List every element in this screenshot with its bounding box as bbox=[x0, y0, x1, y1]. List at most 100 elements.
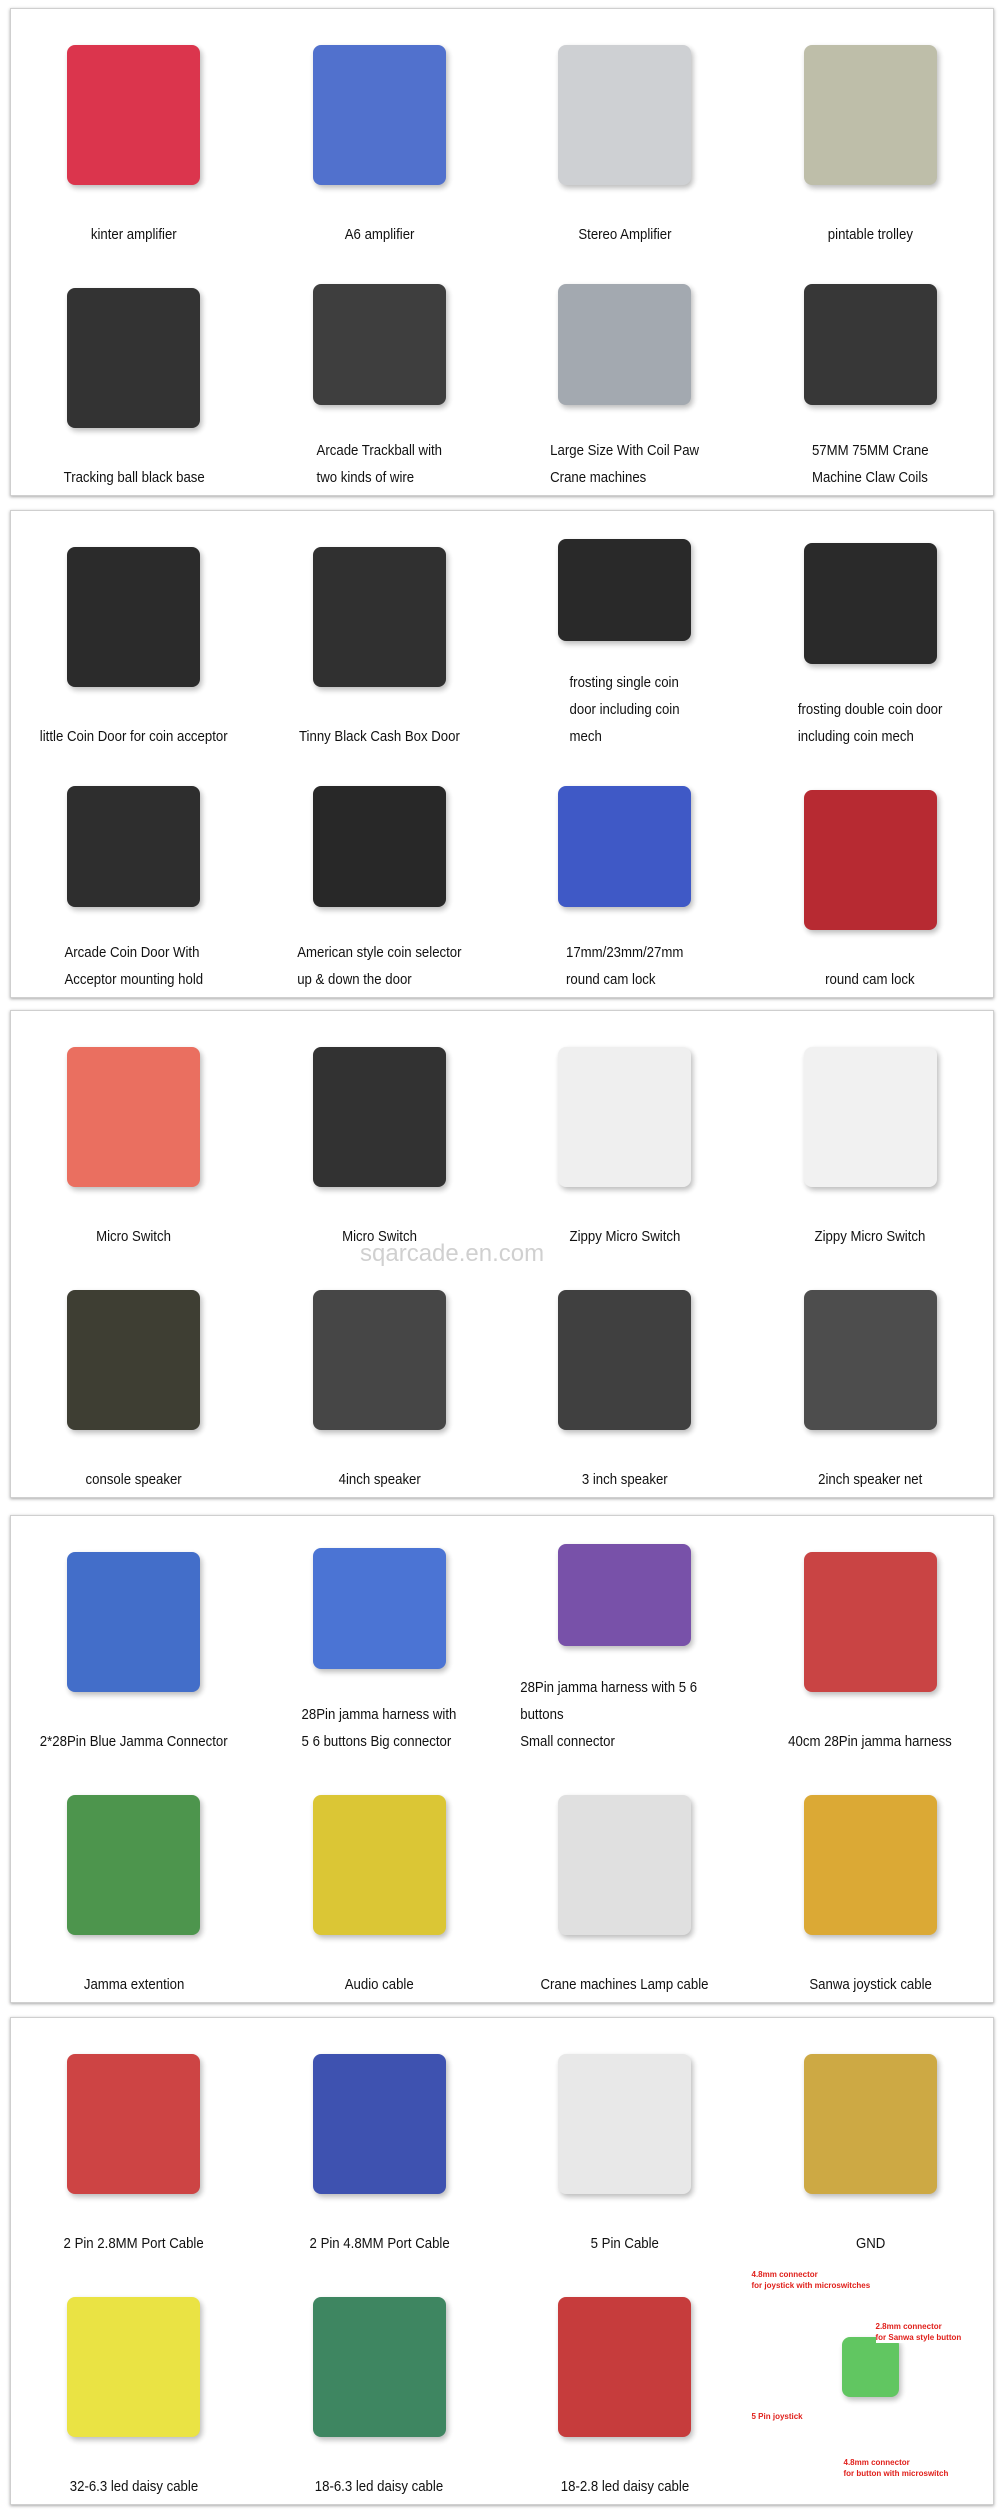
product-image bbox=[558, 1290, 692, 1430]
product-item[interactable]: 28Pin jamma harness with 5 6 buttons Big… bbox=[257, 1516, 503, 1759]
product-item[interactable]: 40cm 28Pin jamma harness bbox=[748, 1516, 994, 1759]
product-caption: 18-6.3 led daisy cable bbox=[315, 2478, 444, 2495]
console-speaker-icon bbox=[39, 1260, 229, 1460]
product-panel: kinter amplifier A6 amplifier Stereo Ampli… bbox=[10, 8, 994, 496]
diagram-label: 2.8mm connector for Sanwa style button bbox=[875, 2321, 962, 2343]
product-caption: console speaker bbox=[85, 1471, 182, 1488]
joystick-encoder-diagram-icon bbox=[775, 2267, 965, 2467]
port-cable-icon bbox=[39, 2024, 229, 2224]
product-item[interactable]: Arcade Trackball with two kinds of wire bbox=[257, 252, 503, 495]
product-item[interactable]: round cam lock bbox=[748, 754, 994, 997]
product-item[interactable]: Arcade Coin Door With Acceptor mounting … bbox=[11, 754, 257, 997]
product-caption: round cam lock bbox=[825, 971, 916, 988]
product-image bbox=[67, 2297, 201, 2437]
product-caption: Zippy Micro Switch bbox=[569, 1228, 681, 1245]
black-micro-switch-icon bbox=[284, 1017, 474, 1217]
spring-plunger-icon bbox=[775, 15, 965, 215]
product-item[interactable]: 4inch speaker bbox=[257, 1254, 503, 1497]
product-caption: 18-2.8 led daisy cable bbox=[560, 2478, 689, 2495]
claw-coil-icon bbox=[775, 258, 965, 431]
jamma-harness-icon bbox=[284, 1522, 474, 1695]
product-item[interactable]: Audio cable bbox=[257, 1759, 503, 2002]
product-image bbox=[558, 45, 692, 185]
product-item[interactable]: 17mm/23mm/27mm round cam lock bbox=[502, 754, 748, 997]
product-caption: Zippy Micro Switch bbox=[814, 1228, 926, 1245]
product-caption: 2inch speaker net bbox=[818, 1471, 923, 1488]
product-caption: Sanwa joystick cable bbox=[808, 1976, 932, 1993]
product-caption: 2 Pin 2.8MM Port Cable bbox=[63, 2235, 204, 2252]
product-item[interactable]: little Coin Door for coin acceptor bbox=[11, 511, 257, 754]
diagram-label: 4.8mm connector for joystick with micros… bbox=[751, 2269, 871, 2291]
product-caption: frosting double coin door including coin… bbox=[797, 701, 943, 745]
product-image bbox=[803, 1290, 937, 1430]
product-item[interactable]: 3 inch speaker bbox=[502, 1254, 748, 1497]
product-item[interactable]: Micro Switch bbox=[11, 1011, 257, 1254]
product-caption: Arcade Coin Door With Acceptor mounting … bbox=[64, 944, 204, 988]
product-item[interactable]: Zippy Micro Switch bbox=[748, 1011, 994, 1254]
product-item[interactable]: 32-6.3 led daisy cable bbox=[11, 2261, 257, 2504]
product-item[interactable]: Micro Switch bbox=[257, 1011, 503, 1254]
product-item[interactable]: pintable trolley bbox=[748, 9, 994, 252]
product-item[interactable]: Tinny Black Cash Box Door bbox=[257, 511, 503, 754]
product-caption: Micro Switch bbox=[341, 1228, 417, 1245]
product-caption: 40cm 28Pin jamma harness bbox=[788, 1733, 953, 1750]
product-image bbox=[803, 542, 937, 665]
product-caption: Stereo Amplifier bbox=[578, 226, 672, 243]
coin-selector-icon bbox=[284, 760, 474, 933]
product-caption: A6 amplifier bbox=[344, 226, 415, 243]
trackball-wired-icon bbox=[284, 258, 474, 431]
product-item[interactable]: 2 Pin 4.8MM Port Cable bbox=[257, 2018, 503, 2261]
product-caption: Tracking ball black base bbox=[63, 469, 205, 486]
product-image bbox=[803, 2054, 937, 2194]
diagram-label: 4.8mm connector for button with microswi… bbox=[843, 2457, 949, 2479]
product-item[interactable]: 57MM 75MM Crane Machine Claw Coils bbox=[748, 252, 994, 495]
product-image bbox=[558, 1047, 692, 1187]
jamma-extension-icon bbox=[39, 1765, 229, 1965]
product-image bbox=[558, 2297, 692, 2437]
product-image bbox=[67, 1795, 201, 1935]
product-item[interactable]: console speaker bbox=[11, 1254, 257, 1497]
product-item[interactable]: frosting single coin door including coin… bbox=[502, 511, 748, 754]
product-image bbox=[312, 1795, 446, 1935]
product-image bbox=[312, 1047, 446, 1187]
product-item[interactable]: A6 amplifier bbox=[257, 9, 503, 252]
product-item[interactable]: Crane machines Lamp cable bbox=[502, 1759, 748, 2002]
product-item[interactable]: Zippy Micro Switch bbox=[502, 1011, 748, 1254]
double-coin-door-icon bbox=[775, 517, 965, 690]
product-item[interactable]: Large Size With Coil Paw Crane machines bbox=[502, 252, 748, 495]
product-item[interactable]: frosting double coin door including coin… bbox=[748, 511, 994, 754]
product-caption: American style coin selector up & down t… bbox=[297, 944, 462, 988]
product-image bbox=[558, 283, 692, 406]
product-item[interactable]: 2 Pin 2.8MM Port Cable bbox=[11, 2018, 257, 2261]
trackball-base-icon bbox=[39, 258, 229, 458]
product-image bbox=[312, 547, 446, 687]
speaker-net-icon bbox=[775, 1260, 965, 1460]
product-item[interactable]: Stereo Amplifier bbox=[502, 9, 748, 252]
led-daisy-cable-icon bbox=[284, 2267, 474, 2467]
product-caption: 5 Pin Cable bbox=[590, 2235, 659, 2252]
product-caption: 3 inch speaker bbox=[581, 1471, 668, 1488]
product-item[interactable]: Tracking ball black base bbox=[11, 252, 257, 495]
pin-cable-icon bbox=[530, 2024, 720, 2224]
led-daisy-cable-icon bbox=[39, 2267, 229, 2467]
product-item[interactable]: 2inch speaker net bbox=[748, 1254, 994, 1497]
lamp-cable-icon bbox=[530, 1765, 720, 1965]
product-item[interactable]: GND bbox=[748, 2018, 994, 2261]
product-item[interactable]: 5 Pin Cable bbox=[502, 2018, 748, 2261]
product-item[interactable]: kinter amplifier bbox=[11, 9, 257, 252]
product-item[interactable]: 2*28Pin Blue Jamma Connector bbox=[11, 1516, 257, 1759]
product-item[interactable]: Jamma extention bbox=[11, 1759, 257, 2002]
product-item[interactable]: 18-6.3 led daisy cable bbox=[257, 2261, 503, 2504]
product-caption: 17mm/23mm/27mm round cam lock bbox=[566, 944, 684, 988]
product-caption: Jamma extention bbox=[83, 1976, 185, 1993]
product-item[interactable]: American style coin selector up & down t… bbox=[257, 754, 503, 997]
product-item[interactable]: 4.8mm connector for joystick with micros… bbox=[748, 2261, 994, 2504]
product-item[interactable]: 28Pin jamma harness with 5 6 buttons Sma… bbox=[502, 1516, 748, 1759]
product-image bbox=[67, 1290, 201, 1430]
red-amplifier-icon bbox=[39, 15, 229, 215]
product-item[interactable]: Sanwa joystick cable bbox=[748, 1759, 994, 2002]
product-caption: Audio cable bbox=[344, 1976, 414, 1993]
product-item[interactable]: 18-2.8 led daisy cable bbox=[502, 2261, 748, 2504]
product-caption: 28Pin jamma harness with 5 6 buttons Sma… bbox=[520, 1679, 698, 1750]
